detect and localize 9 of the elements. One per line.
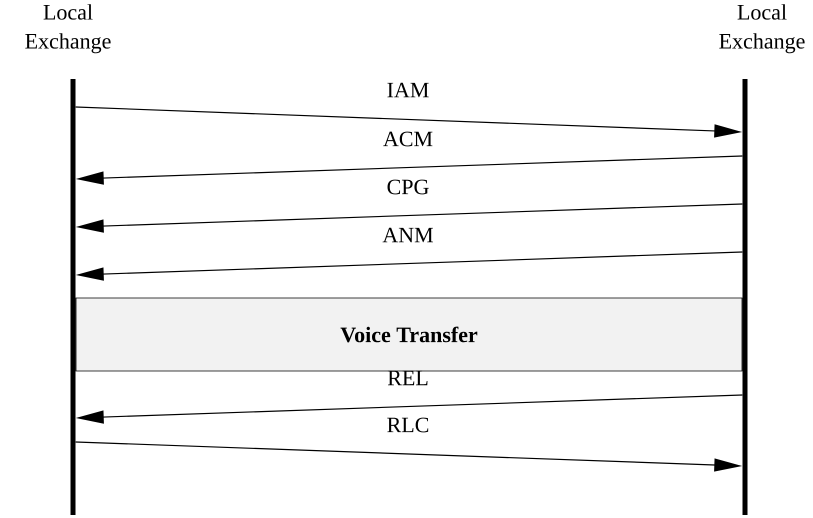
lifeline-heading: Local Exchange <box>25 4 111 54</box>
edge-label: REL <box>388 370 428 386</box>
band: Voice Transfer <box>76 298 742 372</box>
edge-label: ANM <box>382 228 434 242</box>
lifeline-heading: Local Exchange <box>719 4 805 54</box>
edge-label: CPG <box>388 180 429 194</box>
edge-label: IAM <box>387 82 429 98</box>
edge-label: RLC <box>387 418 428 432</box>
edge-label: ACM <box>383 132 432 146</box>
